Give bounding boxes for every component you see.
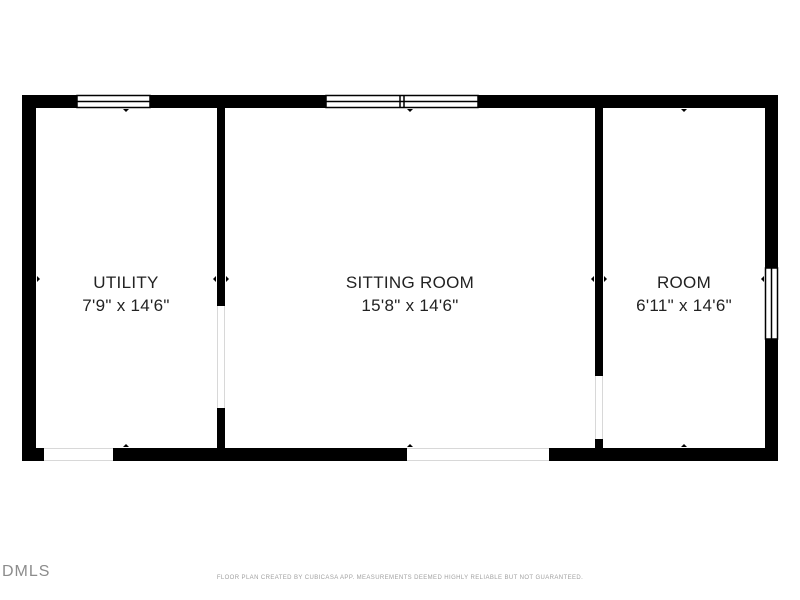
wall-utility-sitting-lower — [217, 408, 225, 448]
room-dims-utility: 7'9" x 14'6" — [82, 296, 169, 315]
wall-sitting-room-upper — [595, 108, 603, 376]
room-dims-sitting: 15'8" x 14'6" — [361, 296, 458, 315]
wall-sitting-room-lower — [595, 439, 603, 448]
room-dims-room: 6'11" x 14'6" — [636, 296, 732, 315]
wall-top-right — [478, 95, 778, 108]
marker-utility-bottom — [123, 444, 129, 447]
wall-bottom-right — [549, 448, 778, 461]
wall-right-upper — [765, 95, 778, 268]
wall-utility-sitting-upper — [217, 108, 225, 306]
marker-sitting-bottom — [407, 444, 413, 447]
marker-utility-top — [123, 109, 129, 112]
room-name-sitting: SITTING ROOM — [346, 273, 474, 292]
marker-sitting-left — [226, 276, 229, 282]
window-room-right — [764, 267, 779, 340]
marker-room-right — [761, 276, 764, 282]
dimension-markers — [37, 109, 764, 447]
wall-top-middle — [150, 95, 326, 108]
window-sitting-top — [325, 94, 479, 109]
room-name-utility: UTILITY — [93, 273, 158, 292]
marker-room-left — [604, 276, 607, 282]
marker-sitting-right — [591, 276, 594, 282]
wall-bottom-middle — [113, 448, 407, 461]
room-name-room: ROOM — [657, 273, 711, 292]
marker-utility-right — [213, 276, 216, 282]
marker-utility-left — [37, 276, 40, 282]
mls-logo: DMLS — [2, 563, 51, 580]
marker-room-top — [681, 109, 687, 112]
marker-sitting-top — [407, 109, 413, 112]
marker-room-bottom — [681, 444, 687, 447]
windows — [76, 94, 779, 340]
wall-left — [22, 95, 36, 461]
footer-disclaimer: FLOOR PLAN CREATED BY CUBICASA APP. MEAS… — [216, 575, 584, 581]
window-utility-top — [76, 94, 151, 109]
wall-right-lower — [765, 339, 778, 461]
wall-bottom-left — [22, 448, 44, 461]
openings — [44, 306, 603, 461]
interior-walls — [217, 108, 603, 448]
exterior-walls — [22, 95, 778, 461]
